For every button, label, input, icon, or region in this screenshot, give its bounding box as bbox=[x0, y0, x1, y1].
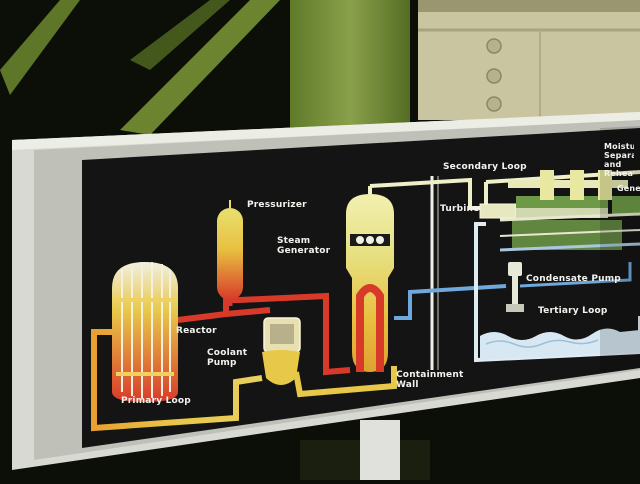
label-tertiary-loop: Tertiary Loop bbox=[538, 306, 608, 316]
turbine-assembly bbox=[479, 170, 640, 219]
label-condensate-pump: Condensate Pump bbox=[526, 274, 621, 284]
label-secondary-loop: Secondary Loop bbox=[443, 162, 527, 172]
label-generator: Generator bbox=[617, 184, 640, 193]
label-moisture-separator: Moisture Separator and Reheater bbox=[604, 142, 634, 178]
label-steam-generator: Steam Generator bbox=[277, 236, 331, 256]
coolant-pump bbox=[262, 317, 301, 385]
reactor-vessel bbox=[112, 262, 178, 402]
condensate-line bbox=[394, 284, 507, 320]
steel-column bbox=[290, 0, 410, 140]
primary-loop-piping bbox=[91, 292, 397, 432]
steel-beam-diagonal-left bbox=[0, 0, 80, 95]
pressurizer-vessel bbox=[217, 200, 243, 300]
condenser bbox=[499, 212, 640, 252]
tertiary-loop-basin bbox=[474, 222, 640, 363]
condensate-pump bbox=[506, 262, 524, 312]
steel-beam-diagonal bbox=[120, 0, 280, 135]
label-coolant-pump: Coolant Pump bbox=[207, 348, 248, 368]
label-containment-wall: Containment Wall bbox=[396, 370, 464, 390]
sign-post bbox=[360, 420, 400, 480]
steam-generator-vessel bbox=[346, 186, 394, 372]
steel-plate bbox=[418, 0, 640, 120]
label-pressurizer: Pressurizer bbox=[247, 200, 307, 210]
label-turbine: Turbine bbox=[440, 204, 480, 214]
label-primary-loop: Primary Loop bbox=[121, 396, 191, 406]
label-reactor: Reactor bbox=[176, 326, 217, 336]
